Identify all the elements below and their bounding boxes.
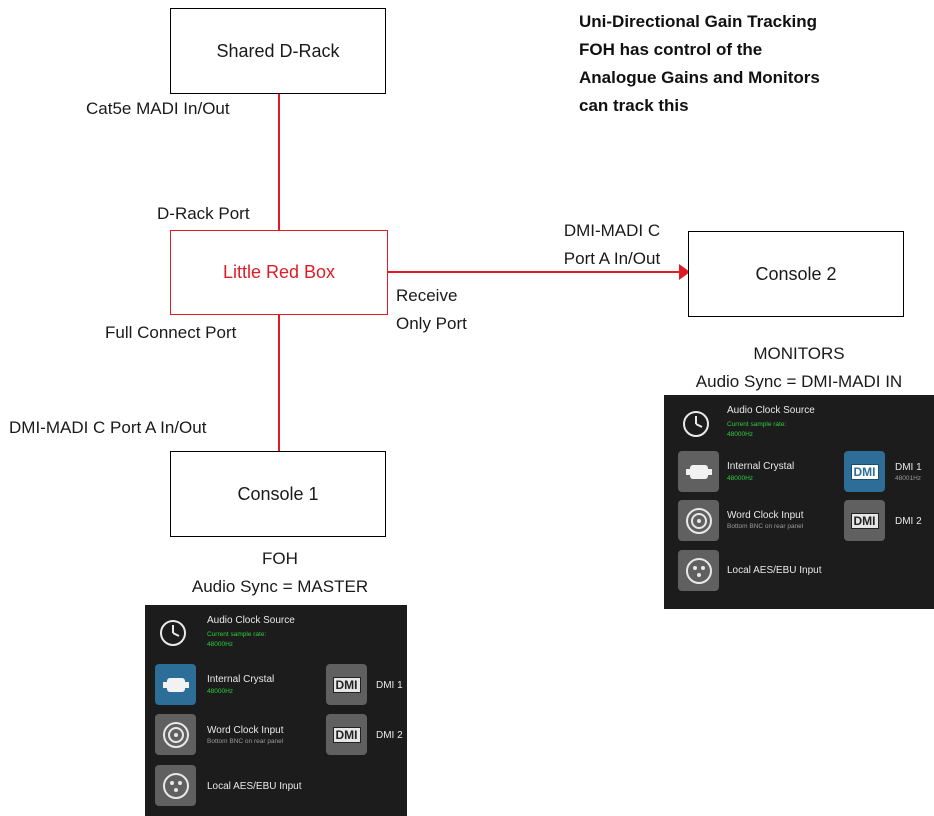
- internal-crystal-button[interactable]: [678, 451, 719, 492]
- dmi-madi-console2-label: DMI-MADI C Port A In/Out: [548, 217, 676, 273]
- internal-crystal-label: Internal Crystal: [207, 674, 275, 685]
- dmi-badge-icon: DMI: [332, 676, 361, 693]
- note-line: Uni-Directional Gain Tracking: [579, 12, 818, 31]
- full-connect-port-label: Full Connect Port: [105, 323, 237, 342]
- xlr-connector-icon: [685, 557, 712, 584]
- little-red-box-node: Little Red Box: [170, 230, 388, 315]
- dmi1-label: DMI 1: [376, 680, 403, 691]
- word-clock-sub: Bottom BNC on rear panel: [207, 738, 284, 745]
- note-line: can track this: [579, 96, 689, 115]
- dmi2-button[interactable]: DMI: [326, 714, 367, 755]
- dmi2-button[interactable]: DMI: [844, 500, 885, 541]
- sample-rate-label: Current sample rate:: [207, 631, 267, 638]
- monitors-caption: MONITORS Audio Sync = DMI-MADI IN: [664, 340, 934, 396]
- bnc-connector-icon: [685, 507, 712, 534]
- dmi2-label: DMI 2: [376, 730, 403, 741]
- link-redbox-to-console2: [387, 271, 687, 273]
- caption-sync: Audio Sync = MASTER: [191, 577, 369, 596]
- foh-audio-clock-panel: Audio Clock Source Current sample rate: …: [145, 605, 407, 816]
- crystal-icon: [162, 677, 189, 692]
- internal-crystal-button[interactable]: [155, 664, 196, 705]
- node-label: Little Red Box: [222, 262, 336, 282]
- dmi1-button[interactable]: DMI: [326, 664, 367, 705]
- gain-tracking-note: Uni-Directional Gain Tracking FOH has co…: [579, 8, 820, 120]
- dmi-badge-icon: DMI: [332, 726, 361, 743]
- word-clock-label: Word Clock Input: [207, 725, 284, 736]
- local-aes-label: Local AES/EBU Input: [207, 781, 302, 792]
- clock-icon: [683, 411, 709, 437]
- bnc-connector-icon: [162, 721, 189, 748]
- label-line: Port A In/Out: [563, 249, 661, 268]
- link-drack-to-redbox: [278, 93, 280, 230]
- arrow-head-icon: [679, 264, 690, 280]
- dmi2-label: DMI 2: [895, 516, 922, 527]
- internal-crystal-label: Internal Crystal: [727, 461, 795, 472]
- local-aes-button[interactable]: [155, 765, 196, 806]
- dmi1-label: DMI 1: [895, 462, 922, 473]
- dmi1-button[interactable]: DMI: [844, 451, 885, 492]
- sample-rate-value: 48000Hz: [207, 641, 234, 648]
- shared-drack-node: Shared D-Rack: [170, 8, 386, 94]
- word-clock-sub: Bottom BNC on rear panel: [727, 523, 804, 530]
- internal-crystal-rate: 48000Hz: [727, 475, 754, 482]
- local-aes-button[interactable]: [678, 550, 719, 591]
- clock-icon: [160, 620, 186, 646]
- console1-node: Console 1: [170, 451, 386, 537]
- caption-sync: Audio Sync = DMI-MADI IN: [695, 372, 903, 391]
- label-line: DMI-MADI C: [563, 221, 661, 240]
- internal-crystal-rate: 48000Hz: [207, 688, 234, 695]
- panel-title: Audio Clock Source: [727, 405, 815, 416]
- drack-port-label: D-Rack Port: [157, 204, 250, 223]
- xlr-connector-icon: [162, 772, 189, 799]
- note-line: FOH has control of the: [579, 40, 763, 59]
- crystal-icon: [685, 464, 712, 479]
- sample-rate-value: 48000Hz: [727, 431, 754, 438]
- dmi-badge-icon: DMI: [850, 512, 879, 529]
- node-label: Console 2: [755, 263, 837, 284]
- node-label: Console 1: [237, 483, 319, 504]
- console2-node: Console 2: [688, 231, 904, 317]
- dmi-madi-console1-label: DMI-MADI C Port A In/Out: [9, 418, 207, 437]
- foh-caption: FOH Audio Sync = MASTER: [160, 545, 400, 601]
- caption-title: MONITORS: [753, 344, 845, 363]
- label-line: Receive: [396, 286, 458, 305]
- word-clock-button[interactable]: [155, 714, 196, 755]
- monitors-audio-clock-panel: Audio Clock Source Current sample rate: …: [664, 395, 934, 609]
- link-redbox-to-console1: [278, 314, 280, 451]
- note-line: Analogue Gains and Monitors: [579, 68, 820, 87]
- local-aes-label: Local AES/EBU Input: [727, 565, 822, 576]
- cat5e-label: Cat5e MADI In/Out: [86, 99, 230, 118]
- dmi-badge-icon: DMI: [850, 463, 879, 480]
- caption-title: FOH: [262, 549, 298, 568]
- word-clock-label: Word Clock Input: [727, 510, 804, 521]
- dmi1-rate: 48001Hz: [895, 475, 922, 482]
- label-line: Only Port: [396, 314, 467, 333]
- sample-rate-label: Current sample rate:: [727, 421, 787, 428]
- word-clock-button[interactable]: [678, 500, 719, 541]
- panel-title: Audio Clock Source: [207, 615, 295, 626]
- node-label: Shared D-Rack: [216, 40, 340, 61]
- receive-only-port-label: Receive Only Port: [396, 282, 467, 338]
